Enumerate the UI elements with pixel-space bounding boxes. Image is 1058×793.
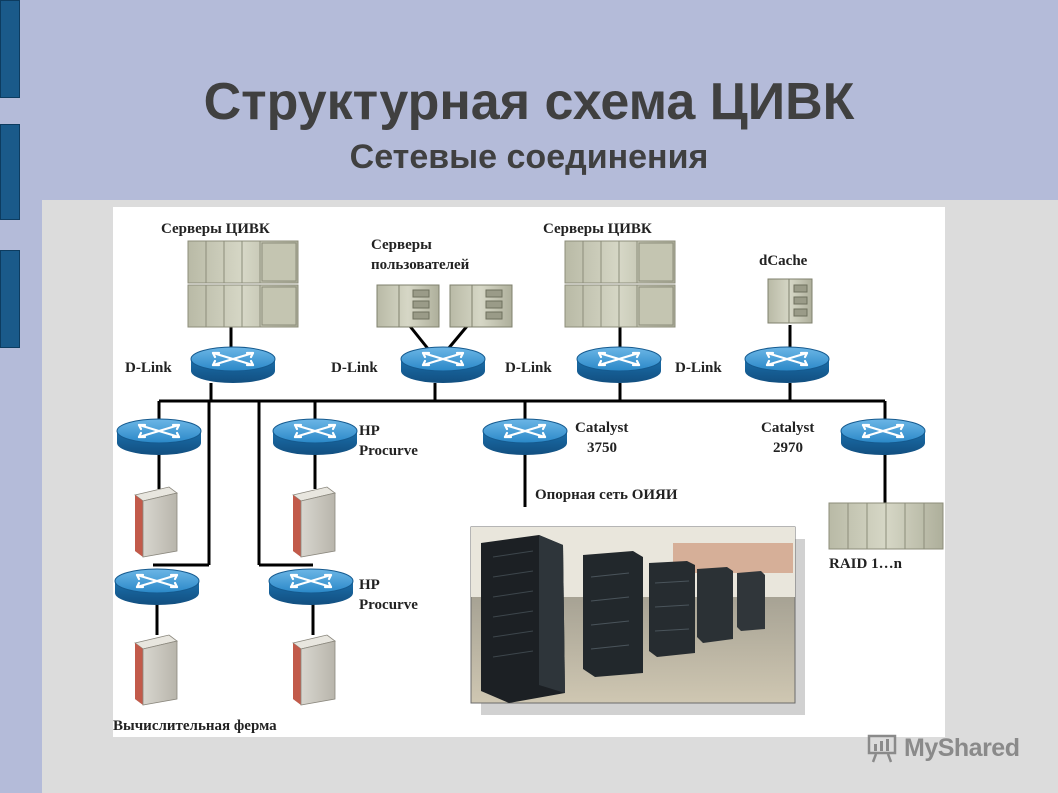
label-hp-procurve: HP: [359, 577, 380, 593]
network-diagram: Серверы ЦИВК Серверы пользователей Серве…: [113, 207, 945, 737]
accent-bar: [0, 0, 20, 98]
compute-node-icon: [134, 486, 178, 558]
label-civk-servers: Серверы ЦИВК: [161, 221, 270, 237]
label-compute-farm: Вычислительная ферма: [113, 718, 277, 734]
hp-procurve-switch-icon: [271, 417, 359, 457]
accent-bar: [0, 124, 20, 220]
label-dlink: D-Link: [505, 360, 552, 376]
label-hp-procurve: HP: [359, 423, 380, 439]
slide-subtitle: Сетевые соединения: [349, 138, 709, 176]
label-user-servers: Серверы: [371, 237, 432, 253]
watermark: MyShared: [866, 730, 1020, 766]
label-hp-procurve: Procurve: [359, 443, 418, 459]
label-dlink: D-Link: [331, 360, 378, 376]
dcache-server: [767, 278, 813, 324]
accent-bar: [0, 250, 20, 348]
compute-switch-icon: [113, 567, 201, 607]
watermark-text: MyShared: [904, 733, 1020, 762]
label-catalyst-2970: Catalyst: [761, 420, 815, 436]
compute-switch-icon: [115, 417, 203, 457]
slide-title: Структурная схема ЦИВК: [203, 73, 855, 131]
compute-node-icon: [292, 486, 336, 558]
label-catalyst-2970: 2970: [773, 440, 803, 456]
datacenter-photo: [470, 526, 805, 715]
label-dlink: D-Link: [675, 360, 722, 376]
dlink-switch-icon: [189, 345, 277, 385]
label-raid: RAID 1…n: [829, 556, 902, 572]
label-backbone: Опорная сеть ОИЯИ: [535, 487, 678, 503]
label-catalyst-3750: 3750: [587, 440, 617, 456]
hp-procurve-switch-icon: [267, 567, 355, 607]
label-dlink: D-Link: [125, 360, 172, 376]
civk-servers-rack-2: [564, 240, 676, 328]
label-dcache: dCache: [759, 253, 808, 269]
presentation-icon: [867, 734, 897, 763]
catalyst-2970-switch-icon: [839, 417, 927, 457]
dlink-switch-icon: [399, 345, 487, 385]
diagram-canvas: [113, 240, 944, 715]
compute-node-icon: [134, 634, 178, 706]
slide-header: [0, 0, 1058, 200]
dlink-switch-icon: [743, 345, 831, 385]
label-hp-procurve: Procurve: [359, 597, 418, 613]
civk-servers-rack-1: [187, 240, 299, 328]
label-user-servers: пользователей: [371, 257, 470, 273]
compute-node-icon: [292, 634, 336, 706]
dlink-switch-icon: [575, 345, 663, 385]
user-servers: [376, 284, 513, 328]
label-civk-servers: Серверы ЦИВК: [543, 221, 652, 237]
raid-storage-icon: [828, 502, 944, 550]
catalyst-3750-switch-icon: [481, 417, 569, 457]
label-catalyst-3750: Catalyst: [575, 420, 629, 436]
